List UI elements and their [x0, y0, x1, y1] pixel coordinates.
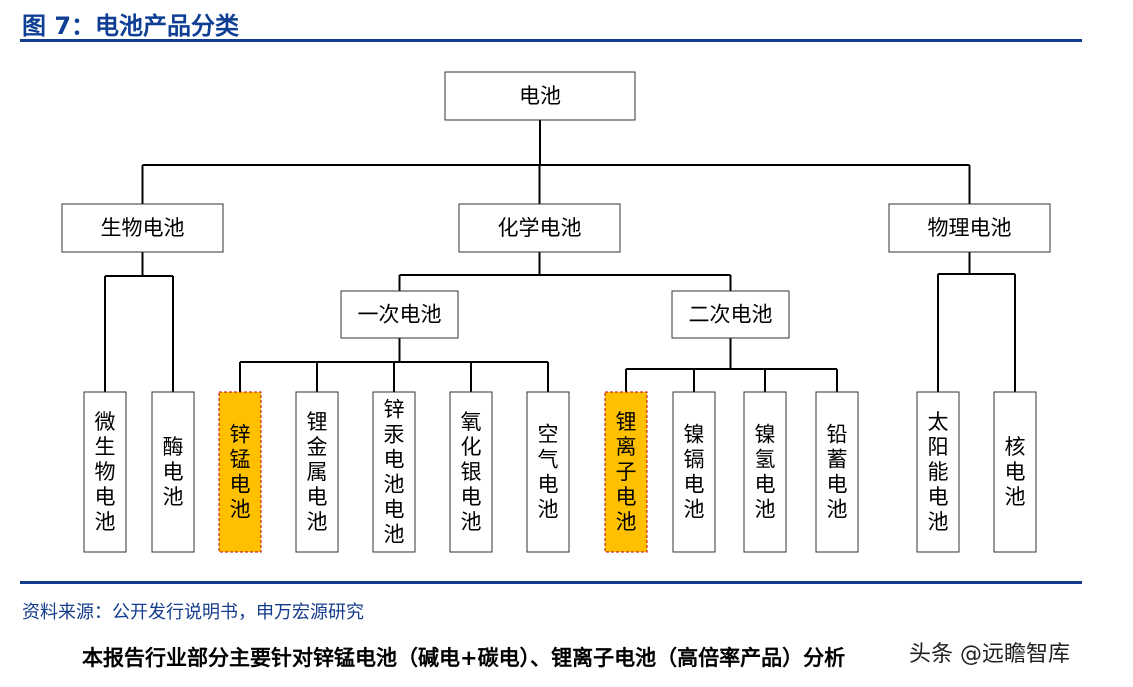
node-label-ni-cd: 镍镉电池: [684, 423, 705, 522]
source-note: 资料来源：公开发行说明书，申万宏源研究: [22, 602, 364, 623]
node-label-micro: 微生物电池: [95, 410, 116, 534]
node-label-enzyme: 酶电池: [163, 435, 184, 509]
node-label-bio: 生物电池: [101, 216, 185, 240]
node-zn-mn: 锌锰电池: [218, 391, 262, 553]
node-ni-cd: 镍镉电池: [672, 391, 716, 553]
node-label-li-ion: 锂离子电池: [616, 410, 637, 534]
node-label-zn-mn: 锌锰电池: [230, 423, 251, 522]
node-ni-mh: 镍氢电池: [743, 391, 787, 553]
connector-primary: [239, 338, 549, 392]
node-label-primary: 一次电池: [358, 303, 442, 327]
node-zn-hg: 锌汞电池电池: [372, 391, 416, 553]
connector-root: [141, 120, 971, 204]
node-solar: 太阳能电池: [916, 391, 960, 553]
node-li-ion: 锂离子电池: [604, 391, 648, 553]
connector-chem: [398, 252, 732, 291]
footer-divider: [20, 581, 1082, 584]
node-label-zn-hg: 锌汞电池电池: [384, 398, 405, 547]
node-label-phys: 物理电池: [928, 216, 1012, 240]
node-label-secondary: 二次电池: [689, 303, 773, 327]
node-label-ni-mh: 镍氢电池: [755, 423, 776, 522]
node-label-lead-acid: 铅蓄电池: [827, 423, 848, 522]
node-ag-oxide: 氧化银电池: [449, 391, 493, 553]
node-nuclear: 核电池: [993, 391, 1037, 553]
node-bio: 生物电池: [61, 203, 224, 253]
title-divider: [20, 39, 1082, 42]
node-phys: 物理电池: [888, 203, 1051, 253]
figure-title: 图 7：电池产品分类: [22, 12, 240, 40]
connector-phys: [937, 252, 1016, 392]
node-label-li-metal: 锂金属电池: [307, 410, 328, 534]
node-chem: 化学电池: [458, 203, 621, 253]
node-primary: 一次电池: [340, 290, 459, 339]
watermark: 头条 @远瞻智库: [905, 636, 1074, 668]
node-label-nuclear: 核电池: [1005, 435, 1026, 509]
node-label-chem: 化学电池: [498, 216, 582, 240]
node-micro: 微生物电池: [83, 391, 127, 553]
connector-bio: [104, 252, 174, 392]
connector-secondary: [625, 338, 838, 392]
node-air: 空气电池: [526, 391, 570, 553]
node-label-root: 电池: [519, 84, 561, 108]
node-enzyme: 酶电池: [151, 391, 195, 553]
node-label-solar: 太阳能电池: [928, 410, 949, 534]
node-secondary: 二次电池: [671, 290, 790, 339]
node-root: 电池: [444, 71, 636, 121]
report-summary: 本报告行业部分主要针对锌锰电池（碱电+碳电）、锂离子电池（高倍率产品）分析: [82, 646, 846, 670]
node-lead-acid: 铅蓄电池: [815, 391, 859, 553]
node-label-air: 空气电池: [538, 423, 559, 522]
node-label-ag-oxide: 氧化银电池: [461, 410, 482, 534]
node-li-metal: 锂金属电池: [295, 391, 339, 553]
